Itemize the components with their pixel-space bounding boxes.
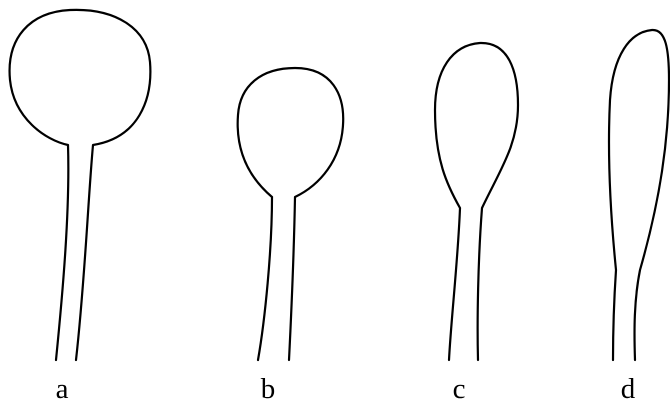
outline-a xyxy=(10,10,151,360)
panel-label-b: b xyxy=(261,373,276,404)
panel-b: b xyxy=(238,68,344,404)
panel-label-c: c xyxy=(453,373,466,404)
panel-label-a: a xyxy=(56,373,69,404)
outline-b xyxy=(238,68,344,360)
outline-d xyxy=(609,30,669,360)
outline-c xyxy=(435,43,518,360)
panel-c: c xyxy=(435,43,518,404)
panel-d: d xyxy=(609,30,669,404)
panel-a: a xyxy=(10,10,151,404)
panel-label-d: d xyxy=(621,373,636,404)
